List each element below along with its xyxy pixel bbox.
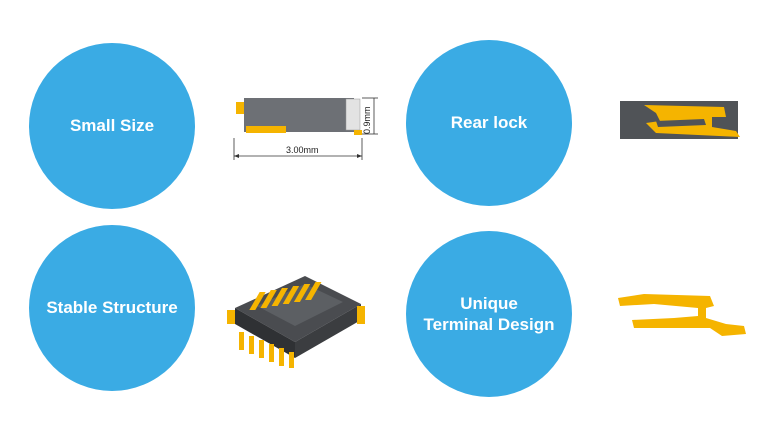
feature-circle-rear-lock: Rear lock xyxy=(406,40,572,206)
feature-label-line1: Unique xyxy=(460,293,518,313)
terminal-shape-image xyxy=(618,294,746,336)
feature-circle-unique-terminal-design: Unique Terminal Design xyxy=(406,231,572,397)
connector-side-dimension-image: 3.00mm 0.9mm xyxy=(233,97,378,160)
rear-lock-section-image xyxy=(620,101,740,139)
feature-circle-small-size: Small Size xyxy=(29,43,195,209)
feature-label-line2: Terminal Design xyxy=(423,315,555,334)
feature-label: Stable Structure xyxy=(46,298,178,318)
feature-circle-stable-structure: Stable Structure xyxy=(29,225,195,391)
feature-label: Small Size xyxy=(69,116,155,136)
feature-label: Rear lock xyxy=(450,113,528,133)
dimension-height-label: 0.9mm xyxy=(362,106,372,134)
connector-3d-image xyxy=(227,276,365,368)
dimension-width-label: 3.00mm xyxy=(286,145,319,155)
